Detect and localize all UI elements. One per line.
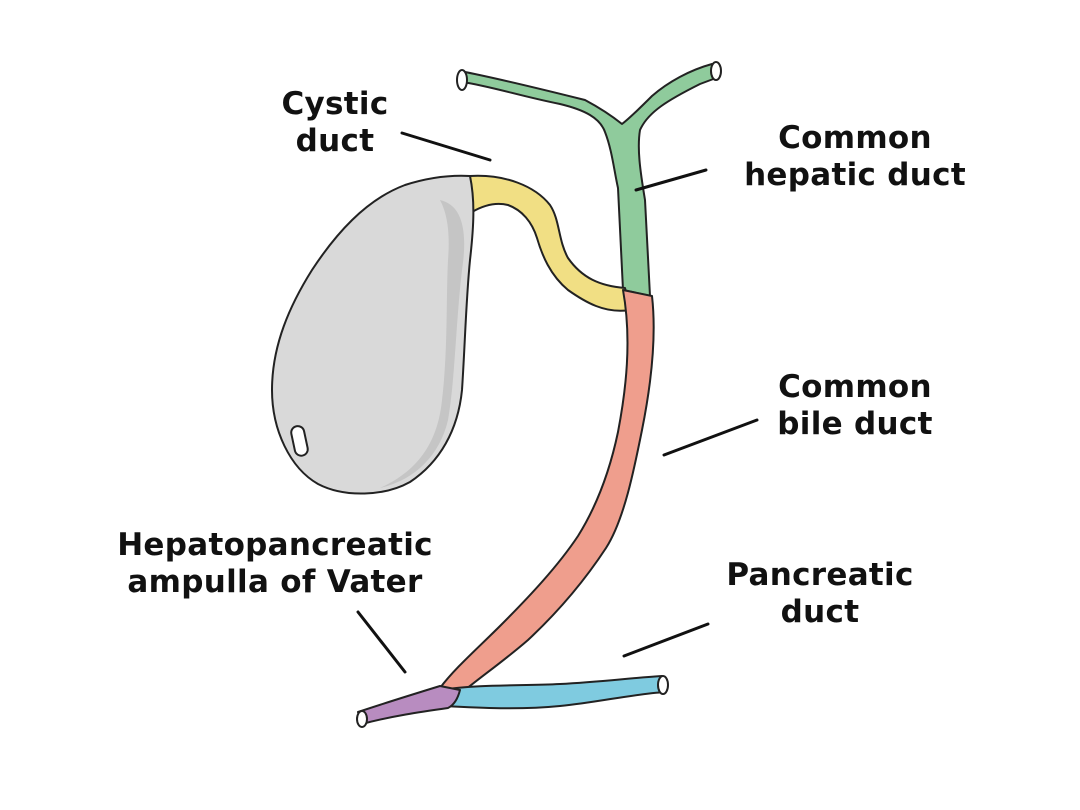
label-pancreatic-duct: Pancreatic duct	[705, 557, 935, 631]
label-line: Common	[778, 369, 932, 405]
common-bile-duct	[439, 289, 655, 691]
leader-ampulla	[356, 610, 407, 674]
label-line: Cystic	[281, 86, 389, 122]
leader-lines	[356, 131, 759, 674]
label-line: Common	[778, 120, 932, 156]
label-common-bile-duct: Common bile duct	[755, 369, 955, 443]
leader-pancreatic	[622, 622, 710, 658]
leader-cystic	[400, 131, 492, 162]
label-line: ampulla of Vater	[127, 564, 423, 600]
label-line: Pancreatic	[726, 557, 914, 593]
label-line: hepatic duct	[744, 157, 966, 193]
cystic-duct	[469, 174, 631, 312]
label-ampulla-of-vater: Hepatopancreatic ampulla of Vater	[90, 527, 460, 601]
label-line: Hepatopancreatic	[117, 527, 433, 563]
label-common-hepatic-duct: Common hepatic duct	[720, 120, 990, 194]
gallbladder	[271, 174, 475, 495]
label-line: duct	[295, 123, 375, 159]
leader-common-bile	[662, 418, 759, 457]
label-line: bile duct	[777, 406, 933, 442]
ampulla-of-vater	[356, 685, 461, 728]
label-line: duct	[780, 594, 860, 630]
leader-common-hepatic	[634, 168, 708, 192]
pancreatic-duct	[439, 675, 669, 710]
common-hepatic-duct	[456, 61, 722, 297]
label-cystic-duct: Cystic duct	[270, 86, 400, 160]
